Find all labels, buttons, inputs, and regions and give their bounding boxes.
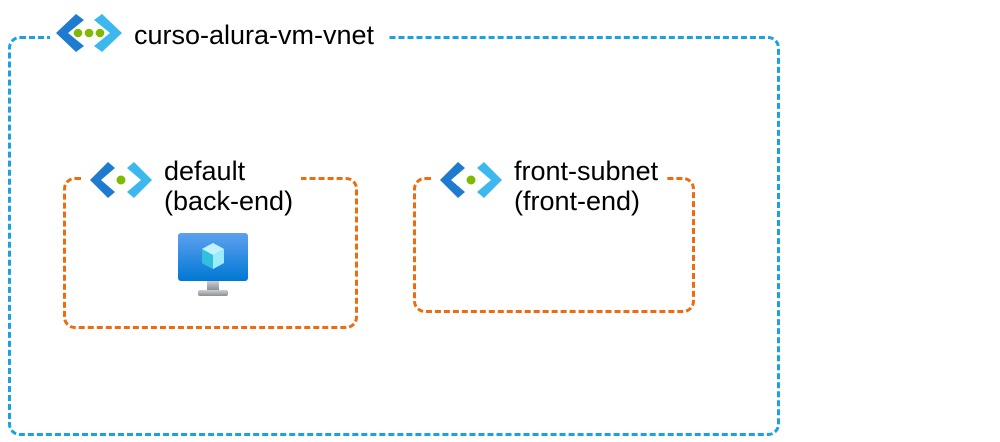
virtual-network-icon	[54, 11, 124, 60]
subnet-role-default: (back-end)	[164, 186, 294, 216]
subnet-icon	[438, 160, 504, 205]
subnet-icon	[88, 160, 154, 205]
subnet-name-front: front-subnet	[514, 156, 659, 186]
virtual-machine-icon	[178, 233, 248, 304]
subnet-role-front: (front-end)	[514, 186, 641, 216]
subnet-header-default: default (back-end)	[84, 152, 302, 216]
vnet-container	[8, 36, 780, 436]
vnet-name: curso-alura-vm-vnet	[134, 19, 375, 50]
subnet-name-default: default	[164, 156, 246, 186]
vnet-header: curso-alura-vm-vnet	[50, 10, 389, 60]
subnet-header-front: front-subnet (front-end)	[434, 152, 667, 216]
